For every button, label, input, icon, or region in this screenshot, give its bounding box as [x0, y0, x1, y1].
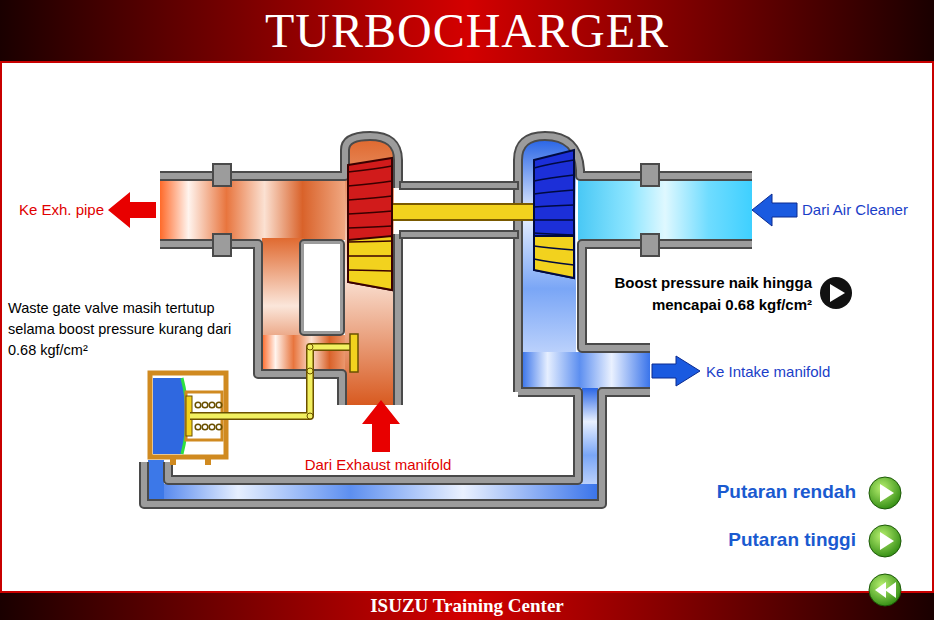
turbine-shaft [392, 204, 538, 220]
spring-coil [202, 424, 208, 430]
waste-gate-actuator [150, 334, 358, 465]
footer-band [0, 592, 934, 620]
page-frame [1, 62, 933, 592]
exhaust-in-arrow [362, 400, 400, 452]
blade-line [534, 219, 574, 221]
note-text: Waste gate valve masih tertutup selama b… [8, 298, 256, 361]
turbine-wheel [348, 158, 392, 290]
blade-line [348, 166, 392, 172]
button-label: Putaran rendah [660, 481, 856, 503]
spring-coil [202, 402, 208, 408]
spring-coil [195, 402, 201, 408]
blade-line [534, 233, 574, 235]
flow-label: Ke Exh. pipe [4, 201, 104, 218]
blade-line [534, 205, 574, 207]
blade-line [348, 255, 392, 257]
title-band [0, 0, 934, 62]
pipe-flanges [213, 164, 659, 256]
intake-out-arrow [652, 356, 700, 386]
title-text: TURBOCHARGER [0, 4, 934, 58]
play-button [869, 525, 901, 557]
air-in-arrow [752, 194, 797, 226]
blade-line [348, 181, 392, 186]
blade-line [534, 160, 574, 168]
waste-gate-valve [350, 334, 358, 372]
center-housing [392, 182, 538, 238]
flow-label: Dari Exhaust manifold [248, 456, 508, 473]
flow-label: Ke Intake manifold [706, 363, 876, 380]
flow-label: Dari Air Cleaner [802, 201, 930, 218]
blade-line [534, 246, 574, 250]
housing-walls [144, 136, 752, 504]
blade-line [348, 196, 392, 200]
back-button [869, 574, 901, 606]
blade-line [534, 175, 574, 181]
spring-coil [216, 402, 222, 408]
exhaust-out-arrow [108, 192, 156, 228]
spring-coil [209, 424, 215, 430]
footer-text: ISUZU Training Center [200, 594, 734, 618]
note-text: Boost pressure naik hingga mencapai 0.68… [566, 272, 812, 316]
compressor-wheel [534, 150, 574, 278]
button-label: Putaran tinggi [660, 529, 856, 551]
blade-line [348, 211, 392, 214]
spring-coil [216, 424, 222, 430]
spring-coil [209, 402, 215, 408]
blade-line [348, 241, 392, 242]
blade-line [348, 270, 392, 271]
blade-line [534, 190, 574, 194]
play-button [869, 477, 901, 509]
blade-line [534, 259, 574, 265]
intake-air [148, 140, 752, 500]
spring-coil [195, 424, 201, 430]
blade-line [348, 226, 392, 228]
next-button [820, 277, 852, 309]
